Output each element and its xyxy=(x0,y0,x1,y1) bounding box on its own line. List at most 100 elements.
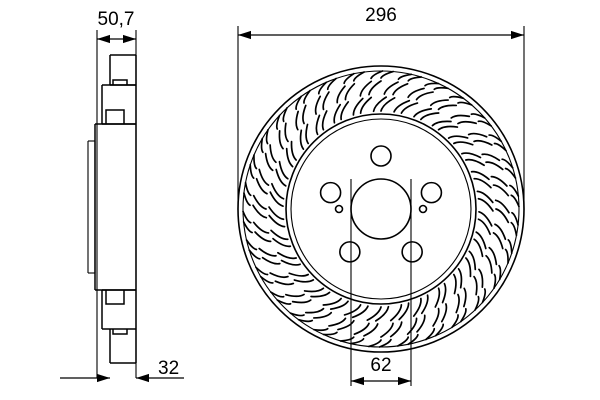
cooling-vane-slot xyxy=(420,294,429,315)
cooling-vane-slot xyxy=(477,197,494,212)
cooling-vane-slot xyxy=(455,293,460,314)
cooling-vane-slot xyxy=(473,139,493,146)
lug-bolt-hole xyxy=(401,241,423,263)
cooling-vane-slot xyxy=(269,291,285,298)
side-section-view: 50,7 xyxy=(60,9,184,383)
cooling-vane-slot xyxy=(353,322,370,336)
cooling-vane-slot xyxy=(461,152,482,159)
lug-bolt-hole xyxy=(370,145,392,167)
cooling-vane-slot xyxy=(425,327,436,341)
cooling-vane-slot xyxy=(389,304,403,322)
cooling-vane-slot xyxy=(275,114,281,130)
cooling-vane-slot xyxy=(509,184,520,197)
lug-bolt-hole xyxy=(339,241,361,263)
cooling-vane-slot xyxy=(372,96,388,113)
cooling-vane-slot xyxy=(473,275,478,296)
cooling-vane-slot xyxy=(378,338,392,348)
cooling-vane-slot xyxy=(352,97,364,116)
cooling-vane-slot xyxy=(457,120,477,125)
cooling-vane-slot xyxy=(299,129,305,150)
cooling-vane-slot xyxy=(349,337,365,345)
cooling-vane-slot xyxy=(494,199,510,214)
center-bore xyxy=(350,178,412,240)
cooling-vane-slot xyxy=(380,96,396,112)
cooling-vane-slot xyxy=(407,333,419,346)
cooling-vane-slot xyxy=(437,104,458,111)
cooling-vane-slot xyxy=(343,72,355,85)
cooling-vane-slot xyxy=(488,246,498,266)
cooling-vane-slot xyxy=(452,273,457,295)
cooling-vane-slot xyxy=(510,194,520,208)
disc-hub-ring-outer xyxy=(290,118,472,300)
cooling-vane-slot xyxy=(478,210,493,227)
cooling-vane-slot xyxy=(242,210,252,224)
cooling-vane-slot xyxy=(322,297,342,306)
cooling-vane-slot xyxy=(441,282,447,304)
cooling-vane-slot xyxy=(278,129,284,150)
cooling-vane-slot xyxy=(259,275,274,284)
cooling-vane-slot xyxy=(448,95,465,100)
lug-bolt-hole xyxy=(319,181,342,204)
cooling-vane-slot xyxy=(476,190,494,204)
cooling-vane-slot xyxy=(477,120,493,127)
cooling-vane-slot xyxy=(383,81,399,95)
cooling-vane-slot xyxy=(258,168,270,186)
cooling-vane-slot xyxy=(317,81,328,95)
cooling-vane-slot xyxy=(511,211,519,226)
side-notch-upper-1 xyxy=(112,79,128,85)
cooling-vane-slot xyxy=(359,96,373,114)
cooling-vane-slot xyxy=(370,70,384,80)
cooling-vane-slot xyxy=(485,254,493,274)
cooling-vane-slot xyxy=(457,101,473,106)
cooling-vane-slot xyxy=(457,268,463,289)
cooling-vane-slot xyxy=(352,71,366,82)
cooling-vane-slot xyxy=(434,323,445,337)
cooling-vane-slot xyxy=(321,110,328,131)
cooling-vane-slot xyxy=(291,299,312,304)
cooling-vane-slot xyxy=(277,251,297,260)
cooling-vane-slot xyxy=(407,76,423,82)
cooling-vane-slot xyxy=(289,312,305,317)
cooling-vane-slot xyxy=(284,122,289,143)
dimension-label-center-bore: 62 xyxy=(370,355,391,376)
cooling-vane-slot xyxy=(261,256,281,265)
cooling-vane-slot xyxy=(474,295,480,311)
cooling-vane-slot xyxy=(339,336,355,342)
cooling-vane-slot xyxy=(333,103,342,124)
cooling-vane-slot xyxy=(252,204,268,219)
cooling-vane-slot xyxy=(336,85,346,104)
cooling-vane-slot xyxy=(412,297,422,317)
cooling-vane-slot xyxy=(475,231,487,250)
cooling-vane-slot xyxy=(269,144,277,164)
cooling-vane-slot xyxy=(481,288,487,304)
cooling-vane-slot xyxy=(314,95,322,115)
cooling-vane-slot xyxy=(465,257,472,278)
cooling-vane-slot xyxy=(488,134,503,143)
cooling-vane-slot xyxy=(398,302,410,321)
cooling-vane-slot xyxy=(468,250,477,271)
cooling-vane-slot xyxy=(351,305,369,319)
cooling-vane-slot xyxy=(473,238,484,258)
cooling-vane-slot xyxy=(485,161,504,171)
cooling-vane-slot xyxy=(269,191,284,208)
dimension-label-friction-ring-thickness: 32 xyxy=(158,358,179,379)
cooling-vane-slot xyxy=(255,266,269,276)
cooling-vane-slot xyxy=(276,299,292,305)
cooling-vane-slot xyxy=(452,141,474,146)
cooling-vane-slot xyxy=(493,273,497,289)
cooling-vane-slot xyxy=(304,307,325,314)
cooling-vane-slot xyxy=(440,303,448,323)
cooling-vane-slot xyxy=(451,314,459,329)
cooling-vane-slot xyxy=(477,218,491,236)
cooling-vane-slot xyxy=(433,86,449,91)
cooling-vane-slot xyxy=(315,114,321,136)
cooling-vane-slot xyxy=(470,113,486,119)
cooling-vane-slot xyxy=(363,323,379,337)
cooling-vane-slot xyxy=(481,153,501,162)
cooling-vane-slot xyxy=(269,272,289,279)
cooling-vane-slot xyxy=(340,101,350,121)
disc-vane-band-inner-edge xyxy=(285,113,477,305)
cooling-vane-slot xyxy=(313,327,329,332)
cooling-vane-slot xyxy=(495,208,510,224)
